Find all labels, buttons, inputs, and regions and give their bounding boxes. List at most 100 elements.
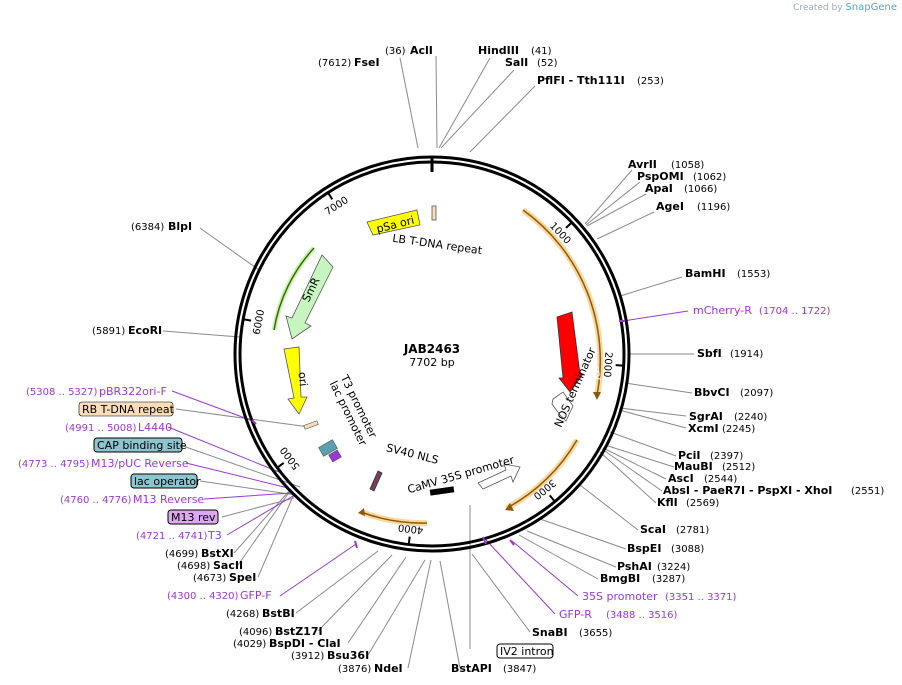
feature-t3-box bbox=[303, 420, 319, 430]
enzyme-pos: (2781) bbox=[676, 525, 709, 536]
primer-name: T3 bbox=[207, 529, 222, 542]
primer-name: GFP-R bbox=[559, 608, 592, 621]
orf-arrow-3 bbox=[358, 508, 365, 516]
enzyme-pos: (253) bbox=[637, 76, 664, 87]
enzyme-pos: (5891) bbox=[92, 326, 125, 337]
primer-pos: (4991 .. 5008) bbox=[65, 423, 137, 434]
enzyme-pos: (2097) bbox=[740, 388, 773, 399]
enzyme-name: PspOMI bbox=[637, 170, 684, 183]
enzyme-pos: (52) bbox=[537, 58, 558, 69]
enzyme-name: BlpI bbox=[168, 220, 192, 233]
enzyme-pos: (3224) bbox=[657, 562, 690, 573]
enzyme-pos: (7612) bbox=[318, 58, 351, 69]
enzyme-name: ScaI bbox=[640, 523, 666, 536]
enzyme-name: PciI bbox=[678, 449, 700, 462]
enzyme-pos: (4268) bbox=[226, 609, 259, 620]
enzyme-pos: (41) bbox=[531, 46, 552, 57]
enzyme-name: SacII bbox=[213, 559, 243, 572]
orf-arc-1-core bbox=[522, 209, 602, 396]
enzyme-pos: (6384) bbox=[131, 222, 164, 233]
enzyme-pos: (3287) bbox=[652, 574, 685, 585]
enzyme-name: BamHI bbox=[685, 267, 726, 280]
primer-pos: (4721 .. 4741) bbox=[136, 531, 208, 542]
enzyme-name: BstZ17I bbox=[275, 625, 323, 638]
enzyme-name: SpeI bbox=[229, 571, 256, 584]
enzyme-pos: (2240) bbox=[734, 412, 767, 423]
enzyme-name: BmgBI bbox=[600, 572, 640, 585]
orf-arc-4-core bbox=[273, 247, 315, 331]
feature-sv40-shape bbox=[369, 470, 383, 492]
feature-smr-shape bbox=[285, 254, 334, 340]
tick-mark bbox=[327, 192, 334, 200]
tick-mark bbox=[407, 536, 411, 544]
enzyme-pos: (1553) bbox=[737, 269, 770, 280]
enzyme-name: SbfI bbox=[697, 347, 722, 360]
tick-label: 2000 bbox=[601, 352, 614, 378]
enzyme-name: SalI bbox=[505, 56, 528, 69]
feature-ori-shape bbox=[283, 346, 308, 415]
enzyme-name: HindIII bbox=[478, 44, 519, 57]
feature-m13-block bbox=[328, 449, 342, 463]
enzyme-pos: (36) bbox=[385, 46, 406, 57]
boxed-feature-frame bbox=[130, 473, 198, 489]
enzyme-pos: (1058) bbox=[671, 160, 704, 171]
enzyme-pos: (4096) bbox=[239, 627, 272, 638]
enzyme-pos: (1196) bbox=[697, 202, 730, 213]
boxed-feature-m13-rev: M13 rev bbox=[171, 511, 216, 524]
enzyme-name: NdeI bbox=[374, 662, 403, 675]
enzyme-name: BbvCI bbox=[694, 386, 730, 399]
plasmid-length: 7702 bp bbox=[409, 356, 454, 369]
boxed-feature-frame bbox=[78, 401, 174, 417]
enzyme-name: BstAPI bbox=[451, 662, 492, 675]
orf-arcs bbox=[271, 207, 604, 527]
primer-name: pBR322ori-F bbox=[99, 385, 167, 398]
feature-mcherry-shape bbox=[556, 311, 584, 393]
feature-lb-tdna-repeat: LB T-DNA repeat bbox=[392, 232, 484, 258]
enzyme-pos: (4673) bbox=[193, 573, 226, 584]
enzyme-pos: (1066) bbox=[684, 184, 717, 195]
enzyme-pos: (2551) bbox=[851, 486, 884, 497]
backbone-outer bbox=[233, 155, 631, 553]
enzyme-pos: (3912) bbox=[291, 651, 324, 662]
enzyme-name: EcoRI bbox=[128, 324, 162, 337]
enzyme-pos: (3655) bbox=[579, 628, 612, 639]
orf-arc-3-core bbox=[360, 511, 428, 524]
feature-sv40-nls: SV40 NLS bbox=[385, 441, 440, 467]
enzyme-name: Bsu36I bbox=[327, 649, 369, 662]
enzyme-pos: (3088) bbox=[671, 544, 704, 555]
tick-mark bbox=[243, 318, 252, 322]
orf-arc-2-core bbox=[506, 439, 578, 509]
enzyme-pos: (2245) bbox=[722, 424, 755, 435]
credit-brand: SnapGene bbox=[845, 2, 897, 13]
enzyme-labels: (36) AclI HindIII (41) SalI (52) (7612) … bbox=[92, 44, 884, 675]
plasmid-name: JAB2463 bbox=[403, 342, 460, 356]
boxed-feature-rb-tdna-repeat: RB T-DNA repeat bbox=[82, 403, 175, 416]
enzyme-pos: (2569) bbox=[686, 498, 719, 509]
credit-prefix: Created by bbox=[793, 3, 843, 13]
feature-cap-lac-block bbox=[318, 439, 338, 457]
enzyme-name: AclI bbox=[410, 44, 433, 57]
primer-pos: (3488 .. 3516) bbox=[606, 610, 678, 621]
primer-pos: (4300 .. 4320) bbox=[167, 591, 239, 602]
enzyme-pos: (4029) bbox=[233, 639, 266, 650]
tick-mark bbox=[565, 222, 572, 229]
enzyme-name: ApaI bbox=[645, 182, 673, 195]
boxed-feature-iv2-intron: IV2 intron bbox=[500, 645, 554, 658]
enzyme-pos: (1062) bbox=[693, 172, 726, 183]
snapgene-credit: Created by SnapGene bbox=[793, 2, 897, 13]
enzyme-name: SgrAI bbox=[689, 410, 723, 423]
boxed-features: IV2 intron M13 rev lac operator CAP bind… bbox=[78, 401, 554, 659]
tick-label: 7000 bbox=[323, 195, 350, 218]
enzyme-name: PshAI bbox=[617, 560, 652, 573]
boxed-feature-lac-operator: lac operator bbox=[134, 475, 201, 488]
enzyme-pos: (2544) bbox=[704, 474, 737, 485]
enzyme-name: BspEI bbox=[627, 542, 661, 555]
enzyme-name: SnaBI bbox=[532, 626, 568, 639]
enzyme-pos: (4699) bbox=[165, 549, 198, 560]
primer-pos: (4773 .. 4795) bbox=[18, 459, 90, 470]
feature-ori: ori bbox=[295, 371, 309, 387]
boxed-feature-frame bbox=[93, 437, 183, 453]
enzyme-pos: (3876) bbox=[338, 664, 371, 675]
enzyme-name: BstBI bbox=[262, 607, 295, 620]
